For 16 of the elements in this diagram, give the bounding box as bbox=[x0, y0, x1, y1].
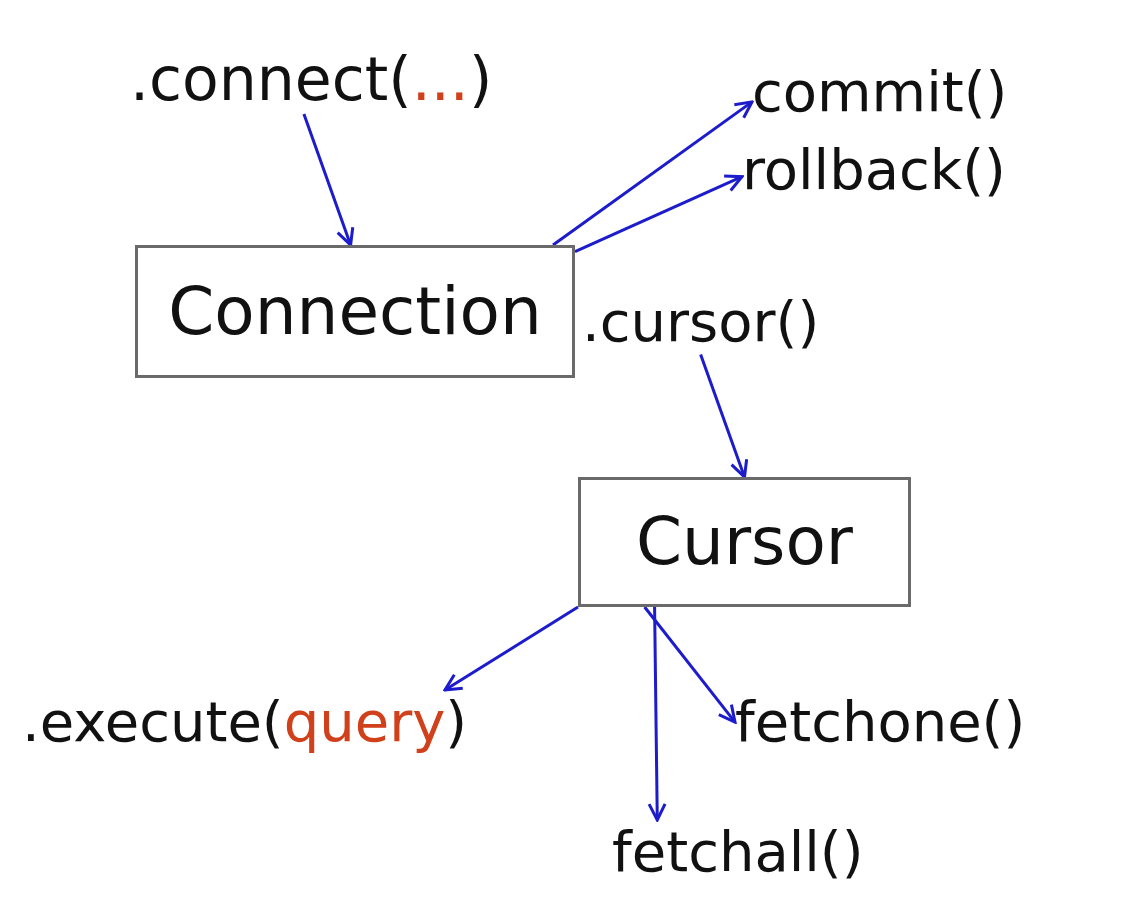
method-label: .connect(...) bbox=[130, 45, 493, 114]
arrow bbox=[647, 606, 667, 822]
class-box: Connection bbox=[135, 245, 575, 378]
arrow bbox=[443, 605, 579, 692]
method-label: .execute(query) bbox=[22, 690, 468, 755]
method-label: commit() bbox=[752, 60, 1008, 125]
class-box: Cursor bbox=[578, 477, 911, 607]
method-label: rollback() bbox=[742, 138, 1006, 203]
arrow bbox=[643, 606, 737, 724]
method-label: fetchone() bbox=[735, 690, 1026, 755]
arrow bbox=[552, 100, 754, 247]
method-label: fetchall() bbox=[612, 820, 864, 885]
method-label: .cursor() bbox=[582, 290, 820, 355]
arrow bbox=[574, 174, 744, 253]
arrow bbox=[302, 113, 355, 247]
arrow bbox=[699, 353, 749, 479]
